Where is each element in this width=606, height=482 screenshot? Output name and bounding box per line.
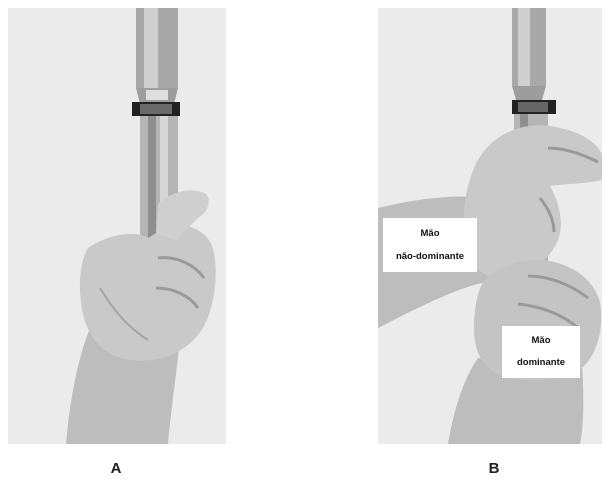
- panel-letter-b: B: [484, 460, 504, 477]
- label-dominant-line2: dominante: [517, 358, 565, 368]
- label-nondominant-line1: Mão: [421, 229, 440, 239]
- hand-fist: [80, 225, 216, 361]
- collar-inset: [140, 104, 172, 114]
- panel-a-illustration: [8, 8, 226, 444]
- grip-illustration-a: [8, 8, 226, 444]
- connector-highlight: [146, 90, 168, 100]
- shaft-connector: [512, 86, 546, 100]
- nondominant-hand: [463, 125, 602, 278]
- label-dominant-hand: Mão dominante: [502, 326, 580, 378]
- shaft-highlight: [144, 8, 158, 88]
- collar-inset: [518, 102, 548, 112]
- shaft-highlight: [518, 8, 530, 86]
- label-dominant-line1: Mão: [532, 336, 551, 346]
- label-nondominant-line2: não-dominante: [396, 252, 464, 262]
- panel-letter-a: A: [106, 460, 126, 477]
- label-nondominant-hand: Mão não-dominante: [383, 218, 477, 272]
